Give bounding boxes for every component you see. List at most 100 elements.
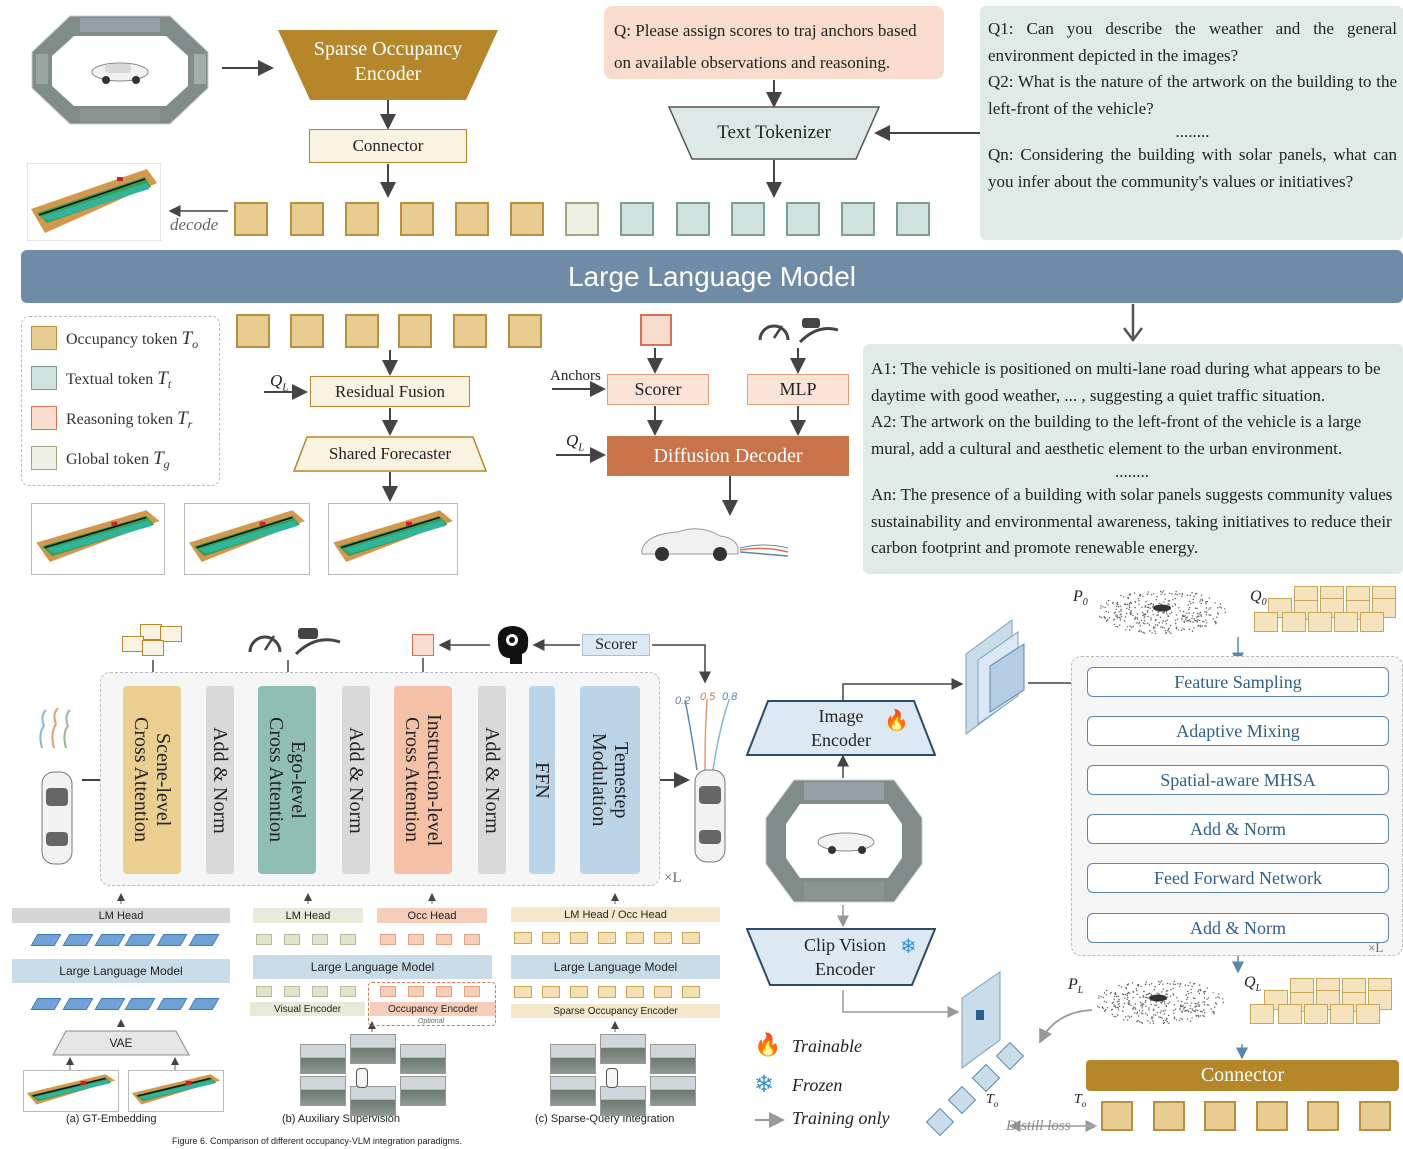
- paradigm-b-token-lm: [256, 934, 272, 945]
- shared-forecaster-shape: [293, 436, 487, 472]
- query-decoder-block: Spatial-aware MHSA: [1087, 765, 1389, 795]
- query-decoder-block: Feed Forward Network: [1087, 863, 1389, 893]
- mlp-box: MLP: [747, 374, 849, 405]
- paradigm-c-encoder: Sparse Occupancy Encoder: [511, 1004, 720, 1018]
- llm-input-token: [676, 202, 710, 236]
- fire-icon-image-encoder: 🔥: [884, 710, 909, 732]
- paradigm-b-token-occ: [380, 934, 396, 945]
- qa-question-n: Qn: Considering the building with solar …: [988, 145, 1397, 191]
- p0-label: P0: [1073, 588, 1088, 609]
- question-prompt: Q: Please assign scores to traj anchors …: [604, 6, 944, 79]
- query-decoder-block: Add & Norm: [1087, 814, 1389, 844]
- q0-label: Q0: [1250, 588, 1267, 609]
- q0-token: [1282, 612, 1306, 632]
- key-training-only: Training only: [792, 1108, 890, 1128]
- paradigm-c-camera: [650, 1044, 696, 1074]
- pl-point-cloud: [1092, 976, 1232, 1030]
- ql-token: [1356, 1004, 1380, 1024]
- image-encoder-shape: [746, 700, 936, 756]
- pl-label: PL: [1068, 976, 1084, 997]
- occupancy-output-token: [236, 314, 270, 348]
- paradigm-c-camera: [550, 1076, 596, 1106]
- qa-ellipsis: ........: [1175, 122, 1210, 141]
- instruction-token: [412, 634, 434, 656]
- figure-caption: Figure 6. Comparison of different occupa…: [172, 1136, 462, 1146]
- stack-times-l: ×L: [1368, 940, 1384, 955]
- q0-token: [1334, 612, 1358, 632]
- query-decoder-block: Add & Norm: [1087, 913, 1389, 943]
- paradigm-c-llm: Large Language Model: [511, 955, 720, 979]
- occupancy-token-stack: [122, 624, 186, 660]
- ql-label-right: QL: [1244, 974, 1262, 995]
- paradigm-b-optional: Optional: [418, 1018, 445, 1025]
- token-legend: [21, 316, 220, 486]
- paradigm-b-camera: [400, 1076, 446, 1106]
- occupancy-map-decoded: [27, 163, 161, 241]
- decode-label: decode: [170, 215, 219, 234]
- connector-output-token: [1359, 1101, 1391, 1131]
- paradigm-c-head: LM Head / Occ Head: [511, 907, 720, 922]
- distill-loss-label: Distill loss: [1006, 1118, 1071, 1134]
- connector-output-token: [1153, 1101, 1185, 1131]
- score-label-1: 0.5: [700, 691, 716, 703]
- paradigm-c-token: [626, 932, 644, 944]
- large-language-model-bar: Large Language Model: [21, 250, 1403, 303]
- occupancy-output-token: [345, 314, 379, 348]
- occupancy-output-token: [290, 314, 324, 348]
- clip-vision-encoder: Clip Vision Encoder: [803, 935, 887, 979]
- text-tokenizer: Text Tokenizer: [717, 122, 831, 143]
- car-trajectory-icon: [641, 528, 789, 561]
- paradigm-b-input-visual: [256, 986, 272, 997]
- clip-feature-map-icon: [961, 971, 1001, 1069]
- paradigm-a-lm-head: LM Head: [12, 908, 230, 923]
- paradigm-c-token: [654, 932, 672, 944]
- paradigm-a-llm: Large Language Model: [12, 959, 230, 983]
- paradigm-b-token-lm: [312, 934, 328, 945]
- anchors-label: Anchors: [550, 368, 601, 384]
- connector-output-token: [1256, 1101, 1288, 1131]
- legend-label: Global token Tg: [66, 448, 170, 472]
- paradigm-b-visual-encoder: Visual Encoder: [250, 1002, 365, 1016]
- decoder-block: Temestep Modulation: [580, 686, 640, 874]
- paradigm-c-input-token: [570, 986, 588, 998]
- answer-n: An: The presence of a building with sola…: [871, 485, 1393, 557]
- key-trainable: Trainable: [792, 1036, 863, 1056]
- reasoning-token: [640, 314, 672, 346]
- llm-input-token: [620, 202, 654, 236]
- query-decoder-container: [1071, 656, 1403, 956]
- ego-car-output-icon: [684, 699, 730, 863]
- paradigm-a-caption: (a) GT-Embedding: [66, 1113, 157, 1125]
- connector-output-token: [1204, 1101, 1236, 1131]
- llm-input-token: [786, 202, 820, 236]
- snowflake-icon-clip: ❄: [900, 936, 917, 958]
- paradigm-b-lm-head: LM Head: [253, 908, 363, 923]
- ql-token: [1330, 1004, 1354, 1024]
- q0-token: [1254, 612, 1278, 632]
- score-label-2: 0.8: [722, 691, 738, 703]
- paradigm-b-occupancy-encoder: Occupancy Encoder: [370, 1002, 496, 1016]
- feature-pyramid-icon: [965, 619, 1025, 735]
- legend-swatch: [31, 446, 57, 470]
- paradigm-c-input-token: [514, 986, 532, 998]
- paradigm-c-token: [514, 932, 532, 944]
- forecast-map-1: [31, 503, 165, 575]
- brain-gear-icon: [497, 626, 529, 664]
- paradigm-a-map-2: [128, 1070, 224, 1112]
- paradigm-a-map-1: [23, 1070, 119, 1112]
- paradigm-b-llm: Large Language Model: [253, 955, 492, 979]
- legend-label: Occupancy token To: [66, 328, 199, 352]
- diffusion-decoder-box: Diffusion Decoder: [607, 436, 849, 476]
- llm-input-token: [234, 202, 268, 236]
- answer-panel: A1: The vehicle is positioned on multi-l…: [863, 344, 1403, 574]
- paradigm-c-camera: [600, 1086, 646, 1116]
- image-encoder: Image Encoder: [811, 706, 871, 750]
- paradigm-b-camera-car: [356, 1068, 368, 1088]
- occupancy-output-token: [453, 314, 487, 348]
- p0-point-cloud: [1094, 586, 1232, 640]
- paradigm-b-occ-head: Occ Head: [377, 908, 487, 923]
- paradigm-c-camera-car: [606, 1068, 618, 1088]
- forecast-map-3: [328, 503, 458, 575]
- paradigm-b-input-visual: [340, 986, 356, 997]
- query-decoder-block: Feature Sampling: [1087, 667, 1389, 697]
- decoder-layer-container: [100, 672, 660, 886]
